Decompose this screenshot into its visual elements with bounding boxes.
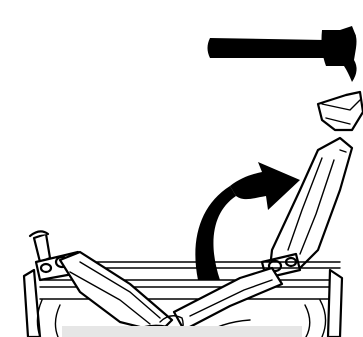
left-leg-part bbox=[30, 231, 172, 332]
hammer-icon bbox=[208, 26, 357, 82]
shadow-band bbox=[62, 326, 302, 337]
